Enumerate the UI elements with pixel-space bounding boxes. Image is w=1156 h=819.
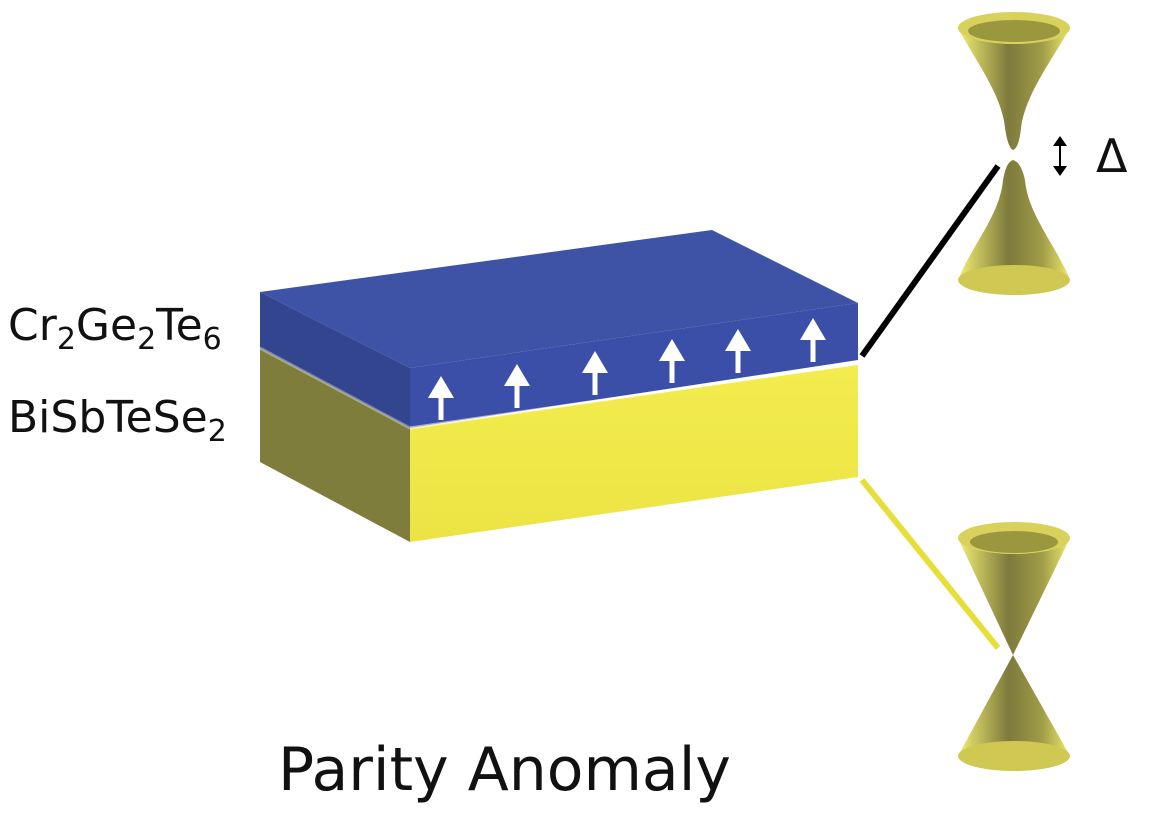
connector-gapped	[859, 164, 1001, 358]
ti-layer-label: BiSbTeSe2	[8, 392, 227, 449]
ti-layer-front	[410, 365, 858, 542]
spin-arrow-icon	[800, 318, 826, 362]
magnetization-arrows	[428, 318, 826, 420]
magnetic-layer-label: Cr2Ge2Te6	[8, 300, 222, 357]
diagram-title: Parity Anomaly	[278, 735, 731, 805]
magnetic-layer-side	[260, 292, 410, 428]
ti-layer-side	[260, 348, 410, 542]
magnetic-layer-front	[410, 303, 858, 428]
gapless-dirac-cone-icon	[958, 522, 1070, 771]
connector-gapless	[859, 478, 1001, 650]
spin-arrow-icon	[428, 376, 454, 420]
spin-arrow-icon	[659, 339, 685, 383]
magnetic-layer-top	[260, 230, 858, 368]
gapped-dirac-cone-icon	[958, 12, 1070, 295]
spin-arrow-icon	[504, 364, 530, 408]
gap-label: Δ	[1096, 129, 1128, 183]
double-arrow-icon	[1053, 136, 1067, 176]
heterostructure-slab	[259, 230, 859, 542]
spin-arrow-icon	[725, 329, 751, 373]
spin-arrow-icon	[582, 351, 608, 395]
